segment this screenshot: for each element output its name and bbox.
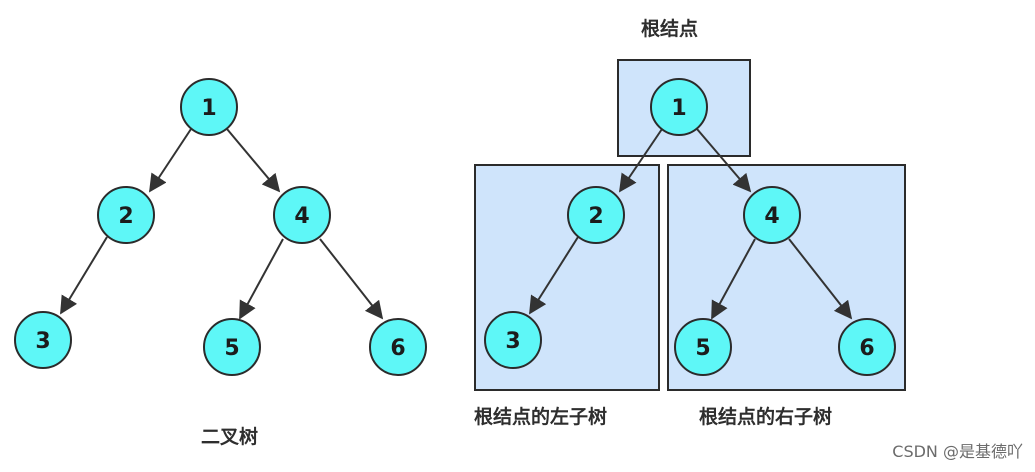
node-label: 4	[764, 204, 779, 229]
node-label: 4	[294, 204, 309, 229]
node-label: 1	[671, 96, 686, 121]
right-tree-node-5: 5	[674, 318, 732, 376]
node-label: 6	[859, 336, 874, 361]
node-label: 5	[224, 336, 239, 361]
left-tree-node-4: 4	[273, 186, 331, 244]
node-label: 5	[695, 336, 710, 361]
left-tree-node-1: 1	[180, 78, 238, 136]
edge-r-4-5	[711, 238, 756, 320]
right-tree-node-4: 4	[743, 186, 801, 244]
left-tree-caption: 二叉树	[201, 426, 259, 448]
watermark: CSDN @是基德吖	[892, 442, 1023, 461]
left-tree-node-2: 2	[97, 186, 155, 244]
right-tree-node-1: 1	[650, 78, 708, 136]
node-label: 1	[201, 96, 216, 121]
edge-r-1-2	[618, 128, 663, 193]
right-tree-node-3: 3	[484, 311, 542, 369]
node-label: 3	[505, 329, 520, 354]
node-label: 2	[588, 204, 603, 229]
edge-r-2-3	[529, 236, 579, 315]
node-label: 6	[390, 336, 405, 361]
left-subtree-caption: 根结点的左子树	[474, 406, 608, 428]
edge-4-6	[319, 238, 384, 320]
node-label: 2	[118, 204, 133, 229]
edge-r-4-6	[788, 238, 853, 320]
right-tree-node-2: 2	[567, 186, 625, 244]
edge-2-3	[60, 236, 108, 315]
left-tree-node-6: 6	[369, 318, 427, 376]
edge-1-2	[149, 128, 192, 193]
node-label: 3	[35, 329, 50, 354]
edge-4-5	[239, 238, 284, 320]
edge-1-4	[226, 128, 281, 193]
edge-r-1-4	[696, 128, 752, 193]
root-caption: 根结点	[641, 18, 699, 40]
left-tree-node-3: 3	[14, 311, 72, 369]
left-tree-node-5: 5	[203, 318, 261, 376]
right-subtree-caption: 根结点的右子树	[699, 406, 833, 428]
right-tree-node-6: 6	[838, 318, 896, 376]
